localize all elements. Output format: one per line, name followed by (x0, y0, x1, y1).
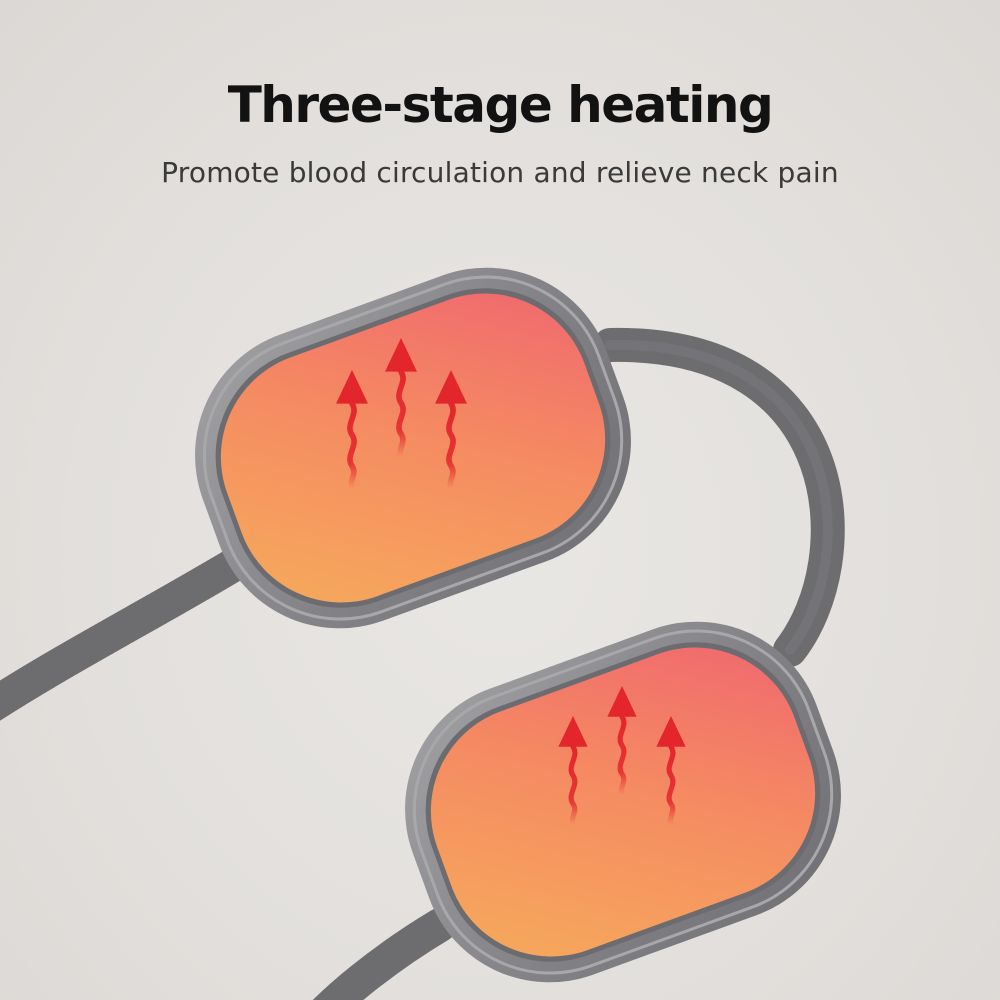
neck-band (0, 327, 845, 1000)
heating-pad-lower (405, 621, 841, 983)
heating-pad-upper (195, 267, 631, 629)
headline: Three-stage heating (227, 76, 774, 134)
subheadline: Promote blood circulation and relieve ne… (161, 156, 839, 189)
